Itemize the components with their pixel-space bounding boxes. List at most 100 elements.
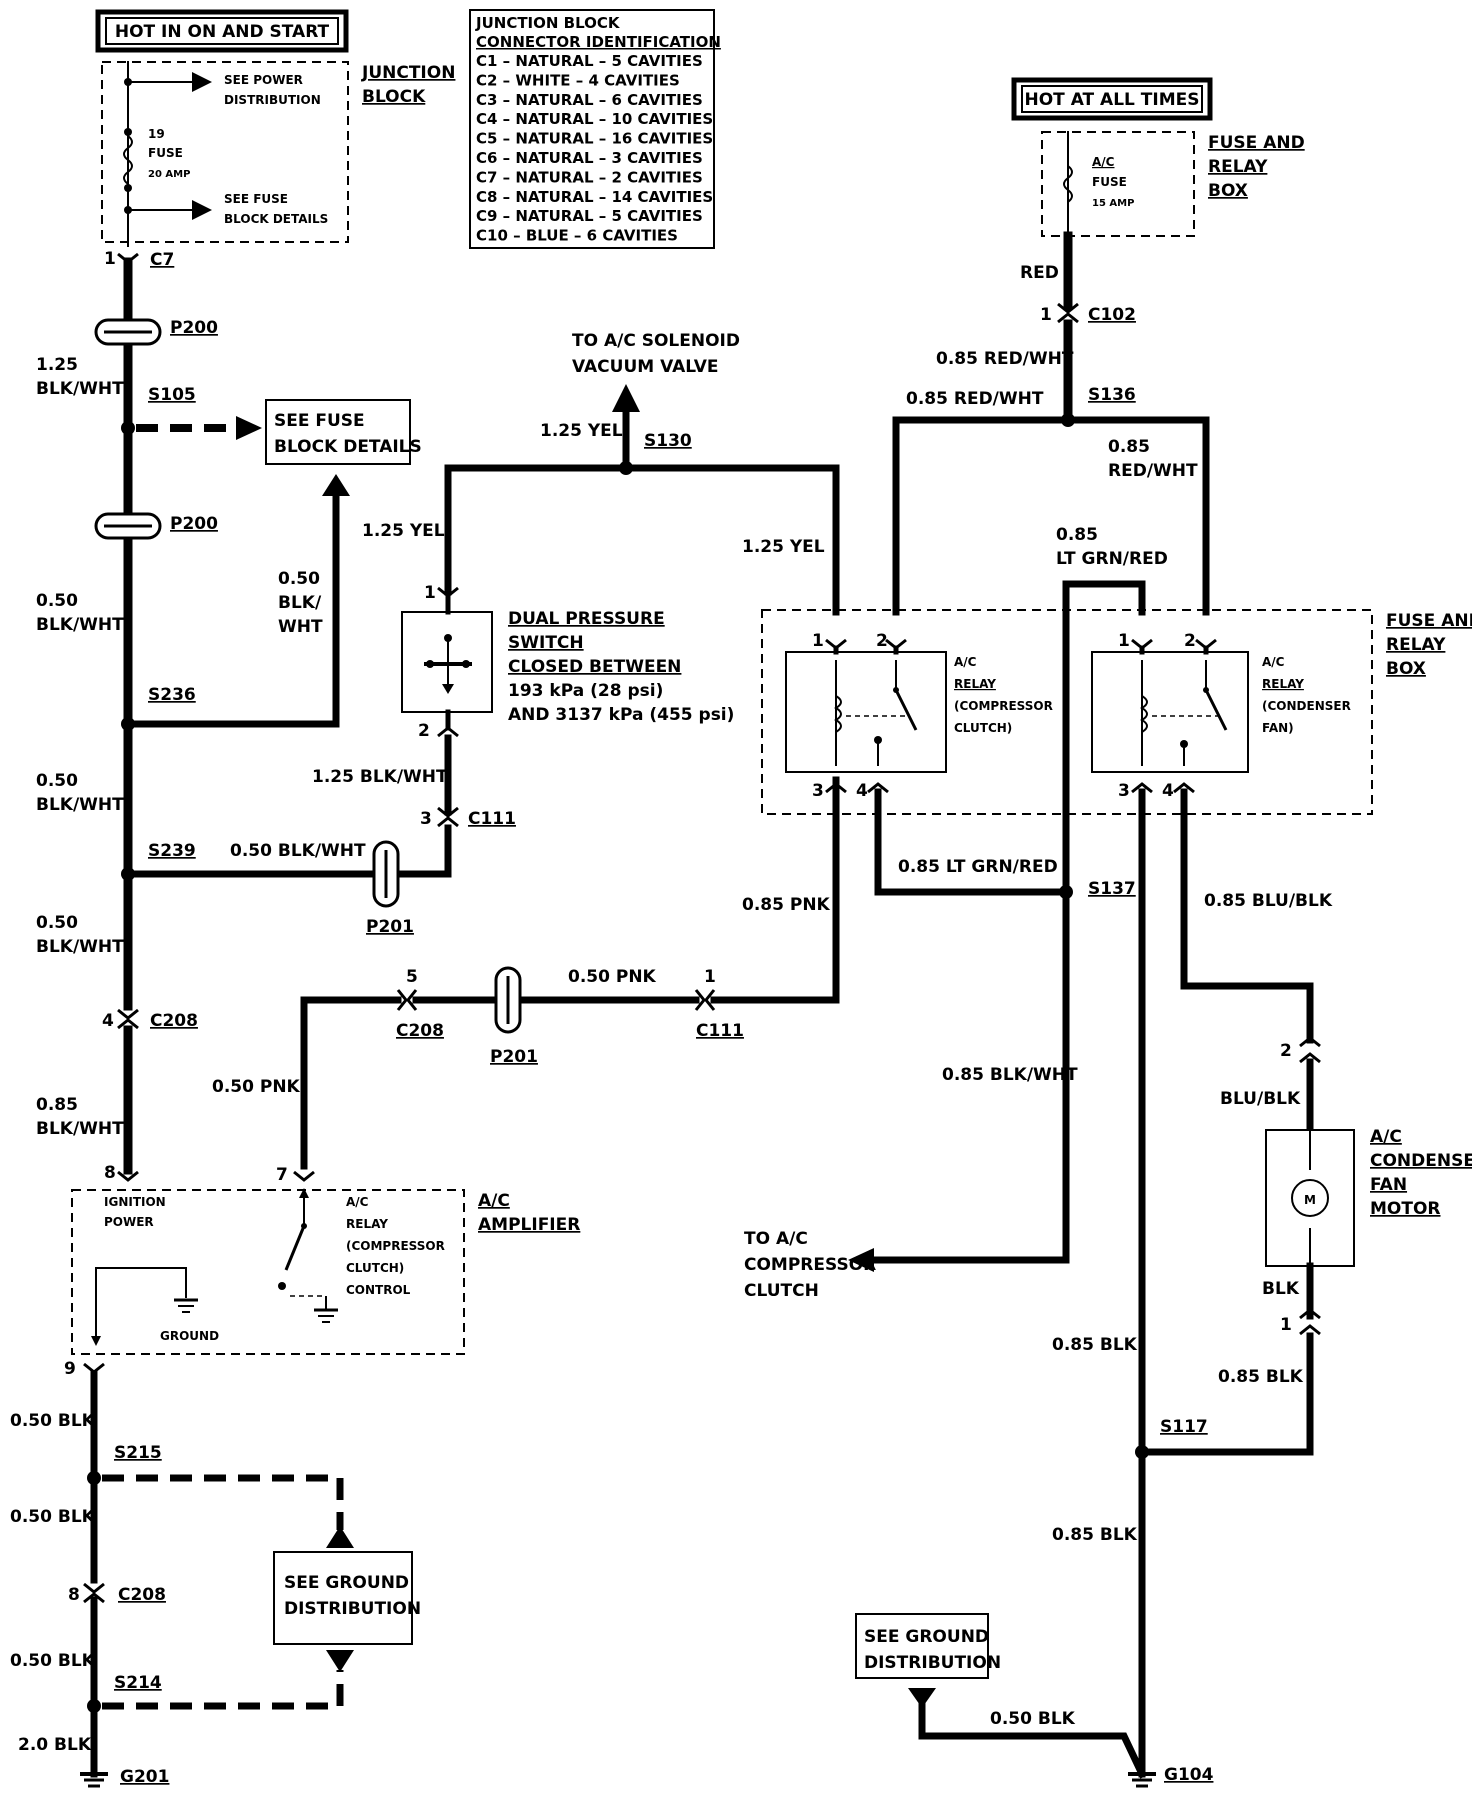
- fuse-relay-box-top: A/C FUSE 15 AMP FUSE AND RELAY BOX: [1041, 131, 1305, 237]
- wires-w-050-blk-b-label: 0.50 BLK: [10, 1507, 96, 1527]
- hot-run-start-banner: HOT IN ON AND START: [95, 9, 349, 53]
- amplifier-ign1-label: IGNITION: [104, 1195, 166, 1209]
- wires-w-125-bw2-label: BLK/WHT: [36, 379, 124, 399]
- pressure-switch-line4-label: 193 kPa (28 psi): [508, 681, 663, 701]
- fuse-relay-top-fuse-1-label: A/C: [1092, 155, 1115, 169]
- dual-pressure-switch: TO A/C SOLENOID VACUUM VALVE S130 1.25 Y…: [312, 331, 840, 937]
- wires-w-085-ltgrnred-h-label: 0.85 LT GRN/RED: [898, 857, 1058, 877]
- pins-rc3-label: 3: [812, 781, 824, 801]
- ac-amplifier: 8 IGNITION POWER 7 A/C RELAY (COMPRESSOR…: [71, 1163, 580, 1355]
- splices-s130-label: S130: [644, 431, 692, 451]
- pins-rf1-label: 1: [1118, 631, 1130, 651]
- pins-rc2-label: 2: [876, 631, 888, 651]
- wires-w-125-blkwht-sw-label: 1.25 BLK/WHT: [312, 767, 448, 787]
- p201-upper-icon: [372, 840, 400, 908]
- amplifier-ground-label: GROUND: [160, 1329, 219, 1343]
- junction-block-see-power-2-label: DISTRIBUTION: [224, 93, 321, 107]
- see-ground-box-right: [855, 1613, 989, 1679]
- grounds-g104-label: G104: [1164, 1765, 1214, 1785]
- relay-compressor-0-label: A/C: [954, 655, 977, 669]
- c208-pin4-icon: [117, 1008, 139, 1030]
- connectors-c7-label: C7: [150, 250, 174, 270]
- connector-table-row: C7 – NATURAL – 2 CAVITIES: [476, 168, 703, 186]
- c102-connector-icon: [1057, 302, 1079, 324]
- amplifier-ign2-label: POWER: [104, 1215, 154, 1229]
- wires-w-085-blk-a-label: 0.85 BLK: [1052, 1335, 1138, 1355]
- right-power-feed: 1 C102 RED 0.85 RED/WHT S136 0.85 RED/WH…: [892, 231, 1210, 616]
- pins-rf2-label: 2: [1184, 631, 1196, 651]
- connector-table-row: C2 – WHITE – 4 CAVITIES: [476, 71, 680, 89]
- fuse-relay-top-label2-label: RELAY: [1208, 157, 1268, 177]
- splices-s214-label: S214: [114, 1673, 162, 1693]
- fuse-relay-top-fuse-2-label: FUSE: [1092, 175, 1127, 189]
- splices-s215-label: S215: [114, 1443, 162, 1463]
- splices-s117-label: S117: [1160, 1417, 1208, 1437]
- ground-g104-icon: [1128, 1772, 1156, 1788]
- amplifier-relay-2-label: (COMPRESSOR: [346, 1239, 445, 1253]
- pins-fan1-label: 1: [1280, 1315, 1292, 1335]
- pins-amp8-label: 8: [104, 1163, 116, 1183]
- pins-c208-4-label: 4: [102, 1011, 114, 1031]
- left-arrow-icon: [848, 1248, 874, 1272]
- amplifier-relay-3-label: CLUTCH): [346, 1261, 404, 1275]
- connector-table: JUNCTION BLOCK CONNECTOR IDENTIFICATION …: [469, 9, 721, 249]
- pins-c102-label: 1: [1040, 305, 1052, 325]
- wires-w-blk-label: BLK: [1262, 1279, 1300, 1299]
- c208-pin5-icon: [396, 989, 418, 1011]
- wires-w-085-blk-b-label: 0.85 BLK: [1218, 1367, 1304, 1387]
- connectors-c102-label: C102: [1088, 305, 1136, 325]
- wires-w-050-blk-wht-v2-label: BLK/: [278, 593, 322, 613]
- pins-c7-label: 1: [104, 249, 116, 269]
- c111-pin1-icon: [694, 989, 716, 1011]
- splices-s236-label: S236: [148, 685, 196, 705]
- pins-c208-5-label: 5: [406, 967, 418, 987]
- banners-hot-all-times-label: HOT AT ALL TIMES: [1025, 90, 1200, 110]
- amplifier-relay-0-label: A/C: [346, 1195, 369, 1209]
- connector-table-title2-label: CONNECTOR IDENTIFICATION: [476, 33, 721, 51]
- solenoid-line1-label: TO A/C SOLENOID: [572, 331, 740, 351]
- relay-compressor-3-label: CLUTCH): [954, 721, 1012, 735]
- relay-compressor-2-label: (COMPRESSOR: [954, 699, 1053, 713]
- connectors-c208-c-label: C208: [118, 1585, 166, 1605]
- wires-w-125-yel-sol-label: 1.25 YEL: [540, 421, 623, 441]
- pins-sw2-label: 2: [418, 721, 430, 741]
- relay-fan-0-label: A/C: [1262, 655, 1285, 669]
- pins-rf4-label: 4: [1162, 781, 1174, 801]
- connector-table-row: C6 – NATURAL – 3 CAVITIES: [476, 149, 703, 167]
- hot-all-times-banner: HOT AT ALL TIMES: [1011, 77, 1213, 121]
- fuse-19-icon: [123, 135, 133, 185]
- up-arrow-icon: [612, 384, 640, 412]
- left-power-feed: 1 C7 P200 P200 1.25 BLK/WHT 0.50 BLK/WHT…: [36, 249, 378, 1175]
- connector-table-row: C10 – BLUE – 6 CAVITIES: [476, 227, 678, 245]
- wires-w-050-bw-b2-label: BLK/WHT: [36, 795, 124, 815]
- connectors-c208-b-label: C208: [396, 1021, 444, 1041]
- junction-block-fuse-word-label: FUSE: [148, 146, 183, 160]
- junction-block-see-fuse-2-label: BLOCK DETAILS: [224, 212, 328, 226]
- wires-w-050-bw-b1-label: 0.50: [36, 771, 78, 791]
- wires-w-050-bw-c1-label: 0.50: [36, 913, 78, 933]
- wires-w-050-bw-c2-label: BLK/WHT: [36, 937, 124, 957]
- amp-ground-icon: [174, 1298, 198, 1313]
- wires-w-085-redwht-b-label: 0.85 RED/WHT: [906, 389, 1044, 409]
- fan-motor-circuit: 0.85 BLU/BLK 2 BLU/BLK M A/C CONDENSER F…: [1138, 788, 1472, 1456]
- compressor-clutch-circuit: 0.85 LT GRN/RED S137 0.85 LT GRN/RED TO …: [744, 525, 1168, 1301]
- left-ground-chain: 9 0.50 BLK S215 0.50 BLK 8 C208 SEE GROU…: [10, 1359, 421, 1788]
- splices-s136-label: S136: [1088, 385, 1136, 405]
- ground-box-left-line1-label: SEE GROUND: [284, 1573, 409, 1593]
- motor-icon: [1291, 1179, 1329, 1217]
- c111-pin3-icon: [437, 806, 459, 828]
- pressure-switch-line2-label: SWITCH: [508, 633, 584, 653]
- junction-block-label2-label: BLOCK: [362, 87, 426, 107]
- connectors-p201-a-label: P201: [366, 917, 414, 937]
- connector-table-row: C3 – NATURAL – 6 CAVITIES: [476, 91, 703, 109]
- relay-compressor-clutch: 1 2 3 4 A/C RELAY (COMPRESSOR CLUTCH): [785, 631, 1053, 801]
- relay-fan-3-label: FAN): [1262, 721, 1294, 735]
- compressor-clutch-line3-label: CLUTCH: [744, 1281, 819, 1301]
- relay-fan-1-label: RELAY: [1262, 677, 1304, 691]
- relay-box-label2-label: RELAY: [1386, 635, 1446, 655]
- wires-w-050-blk-wht-v3-label: WHT: [278, 617, 323, 637]
- c208-pin8-icon: [83, 1582, 105, 1604]
- relay-condenser-fan: 1 2 3 4 A/C RELAY (CONDENSER FAN): [1091, 631, 1351, 801]
- wires-w-050-blk-a-label: 0.50 BLK: [10, 1411, 96, 1431]
